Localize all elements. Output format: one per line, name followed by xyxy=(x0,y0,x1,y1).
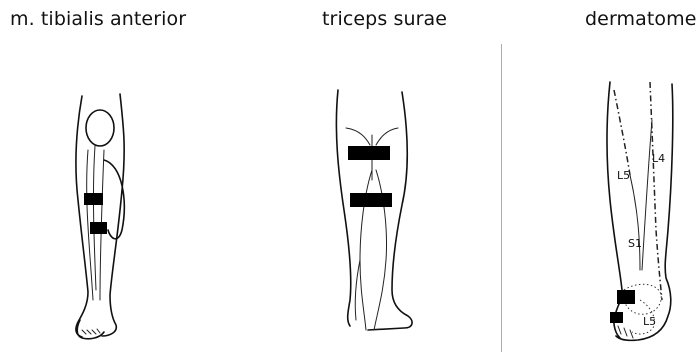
electrode-pad xyxy=(350,193,392,207)
dermatome-label-l5: L5 xyxy=(617,169,630,182)
dermatome-label-l4: L4 xyxy=(652,152,665,165)
electrode-pad xyxy=(617,290,635,304)
electrode-pad xyxy=(348,146,390,160)
dermatome-label-l5-foot: L5 xyxy=(643,315,656,328)
dermatome-leg-drawing: L4 L5 S1 L5 xyxy=(607,82,673,340)
posterior-leg-drawing xyxy=(336,90,412,330)
electrode-pad xyxy=(84,193,103,205)
electrode-pad xyxy=(610,312,623,323)
dermatome-label-s1: S1 xyxy=(628,237,642,250)
anterior-leg-drawing xyxy=(76,94,124,339)
electrode-pad xyxy=(90,222,107,234)
